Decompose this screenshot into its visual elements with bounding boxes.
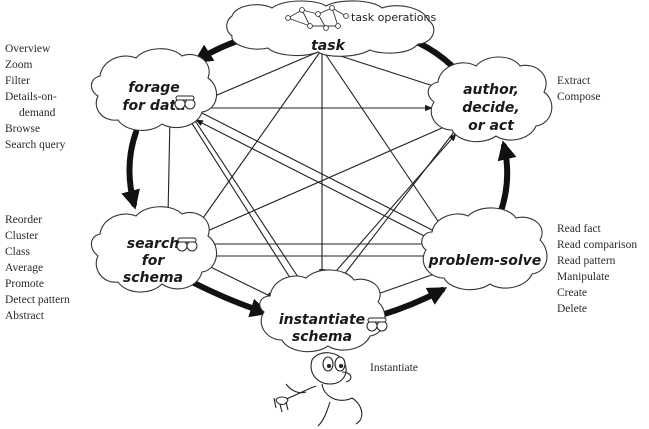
binoculars-icon	[176, 237, 198, 252]
edge-author-search	[195, 127, 443, 237]
author-ops-item: Compose	[557, 91, 600, 103]
forage-label-line-1: forage	[128, 80, 180, 96]
problem-cloud	[421, 207, 548, 291]
instantiate-label-line-2: schema	[292, 329, 352, 345]
forage-ops-item: Overview	[5, 43, 51, 55]
task-operations-label: task operations	[351, 11, 436, 24]
forage-label-line-2: for data	[122, 98, 185, 114]
forage-ops-item: Search query	[5, 139, 66, 151]
cycle-arrow-search-instantiate	[189, 279, 270, 318]
forage-ops-item: Zoom	[5, 59, 33, 71]
character-figure-icon	[273, 352, 363, 427]
forage-ops-item: Browse	[5, 123, 40, 135]
forage-ops-item: Filter	[5, 75, 30, 87]
edge-problem-instantiate	[371, 271, 441, 297]
cycle-arrow-problem-author	[497, 140, 517, 217]
author-label-line-3: or act	[468, 118, 515, 134]
task-cloud	[226, 0, 435, 57]
author-label-line-1: author,	[463, 82, 519, 98]
forage-ops-item: Details-on-	[5, 91, 57, 103]
forage-operations-list: OverviewZoomFilterDetails-on-demandBrows…	[5, 43, 66, 151]
search-ops-item: Average	[5, 262, 43, 274]
problem-ops-item: Create	[557, 287, 587, 299]
problem-ops-item: Delete	[557, 303, 587, 315]
search-ops-item: Abstract	[5, 310, 45, 322]
author-ops-item: Extract	[557, 75, 591, 87]
edge-forage-problem	[199, 111, 441, 235]
problem-label-line-1: problem-solve	[428, 253, 542, 269]
binoculars-icon	[366, 317, 388, 332]
edge-instantiate-author	[329, 133, 457, 279]
edge-task-search	[195, 51, 321, 229]
search-ops-item: Cluster	[5, 230, 38, 242]
edge-task-problem	[323, 51, 445, 231]
problem-ops-item: Read comparison	[557, 239, 637, 251]
search-label-line-3: schema	[123, 270, 183, 286]
author-label-line-2: decide,	[462, 100, 519, 116]
task-label-line-1: task	[311, 38, 346, 54]
search-ops-item: Detect pattern	[5, 294, 70, 306]
edge-search-forage	[166, 115, 173, 217]
problem-ops-item: Manipulate	[557, 271, 609, 283]
instantiate-ops-item: Instantiate	[370, 362, 418, 374]
problem-ops-item: Read pattern	[557, 255, 616, 267]
cycle-arrow-forage-search	[121, 129, 140, 210]
forage-ops-item: demand	[19, 107, 56, 119]
search-ops-item: Reorder	[5, 214, 42, 226]
problem-ops-item: Read fact	[557, 223, 602, 235]
search-operations-list: ReorderClusterClassAveragePromoteDetect …	[5, 214, 70, 322]
search-label-line-1: search	[127, 236, 179, 252]
instantiate-label-line-1: instantiate	[279, 312, 365, 328]
network-graph-icon	[285, 5, 349, 31]
search-cloud	[90, 206, 218, 293]
search-ops-item: Promote	[5, 278, 44, 290]
forage-cloud	[90, 48, 218, 131]
author-cloud	[427, 56, 553, 143]
connection-lines	[166, 49, 459, 299]
edge-author-instantiate	[339, 131, 455, 281]
binoculars-icon	[174, 95, 196, 110]
edge-instantiate-forage	[191, 115, 301, 281]
search-ops-item: Class	[5, 246, 30, 258]
cycle-arrow-instantiate-problem	[375, 287, 448, 319]
instantiate-cloud	[259, 269, 386, 353]
instantiate-operations-list: Instantiate	[370, 362, 418, 374]
search-label-line-2: for	[142, 253, 166, 269]
